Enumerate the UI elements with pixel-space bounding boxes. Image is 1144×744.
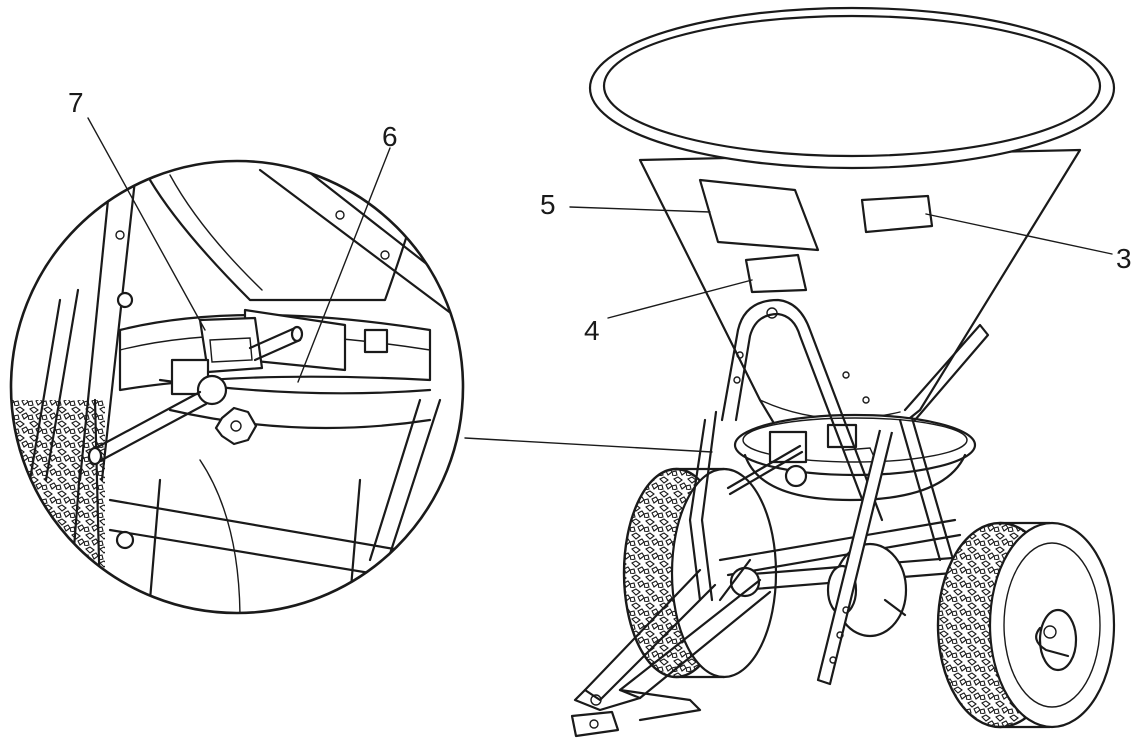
- detail-view: [9, 159, 465, 615]
- decal-4: [744, 253, 808, 294]
- callout-3: 3: [925, 213, 1132, 274]
- tow-tongue: [570, 558, 772, 738]
- callout-4: 4: [584, 279, 753, 346]
- callout-6: 6: [297, 121, 398, 383]
- callout-3-label: 3: [1116, 243, 1132, 274]
- adjust-bar: [816, 429, 894, 686]
- hopper: [588, 6, 1116, 452]
- callout-5: 5: [540, 189, 711, 220]
- right-wheel: [936, 521, 1116, 729]
- callout-5-label: 5: [540, 189, 556, 220]
- detail-connector-line: [464, 437, 713, 453]
- decal-3: [860, 194, 934, 234]
- decal-5: [698, 178, 820, 252]
- callout-7: 7: [68, 87, 206, 331]
- spreader-main: [570, 6, 1116, 738]
- callout-7-label: 7: [68, 87, 84, 118]
- spinner-housing: [726, 413, 977, 502]
- callout-6-label: 6: [382, 121, 398, 152]
- callout-4-label: 4: [584, 315, 600, 346]
